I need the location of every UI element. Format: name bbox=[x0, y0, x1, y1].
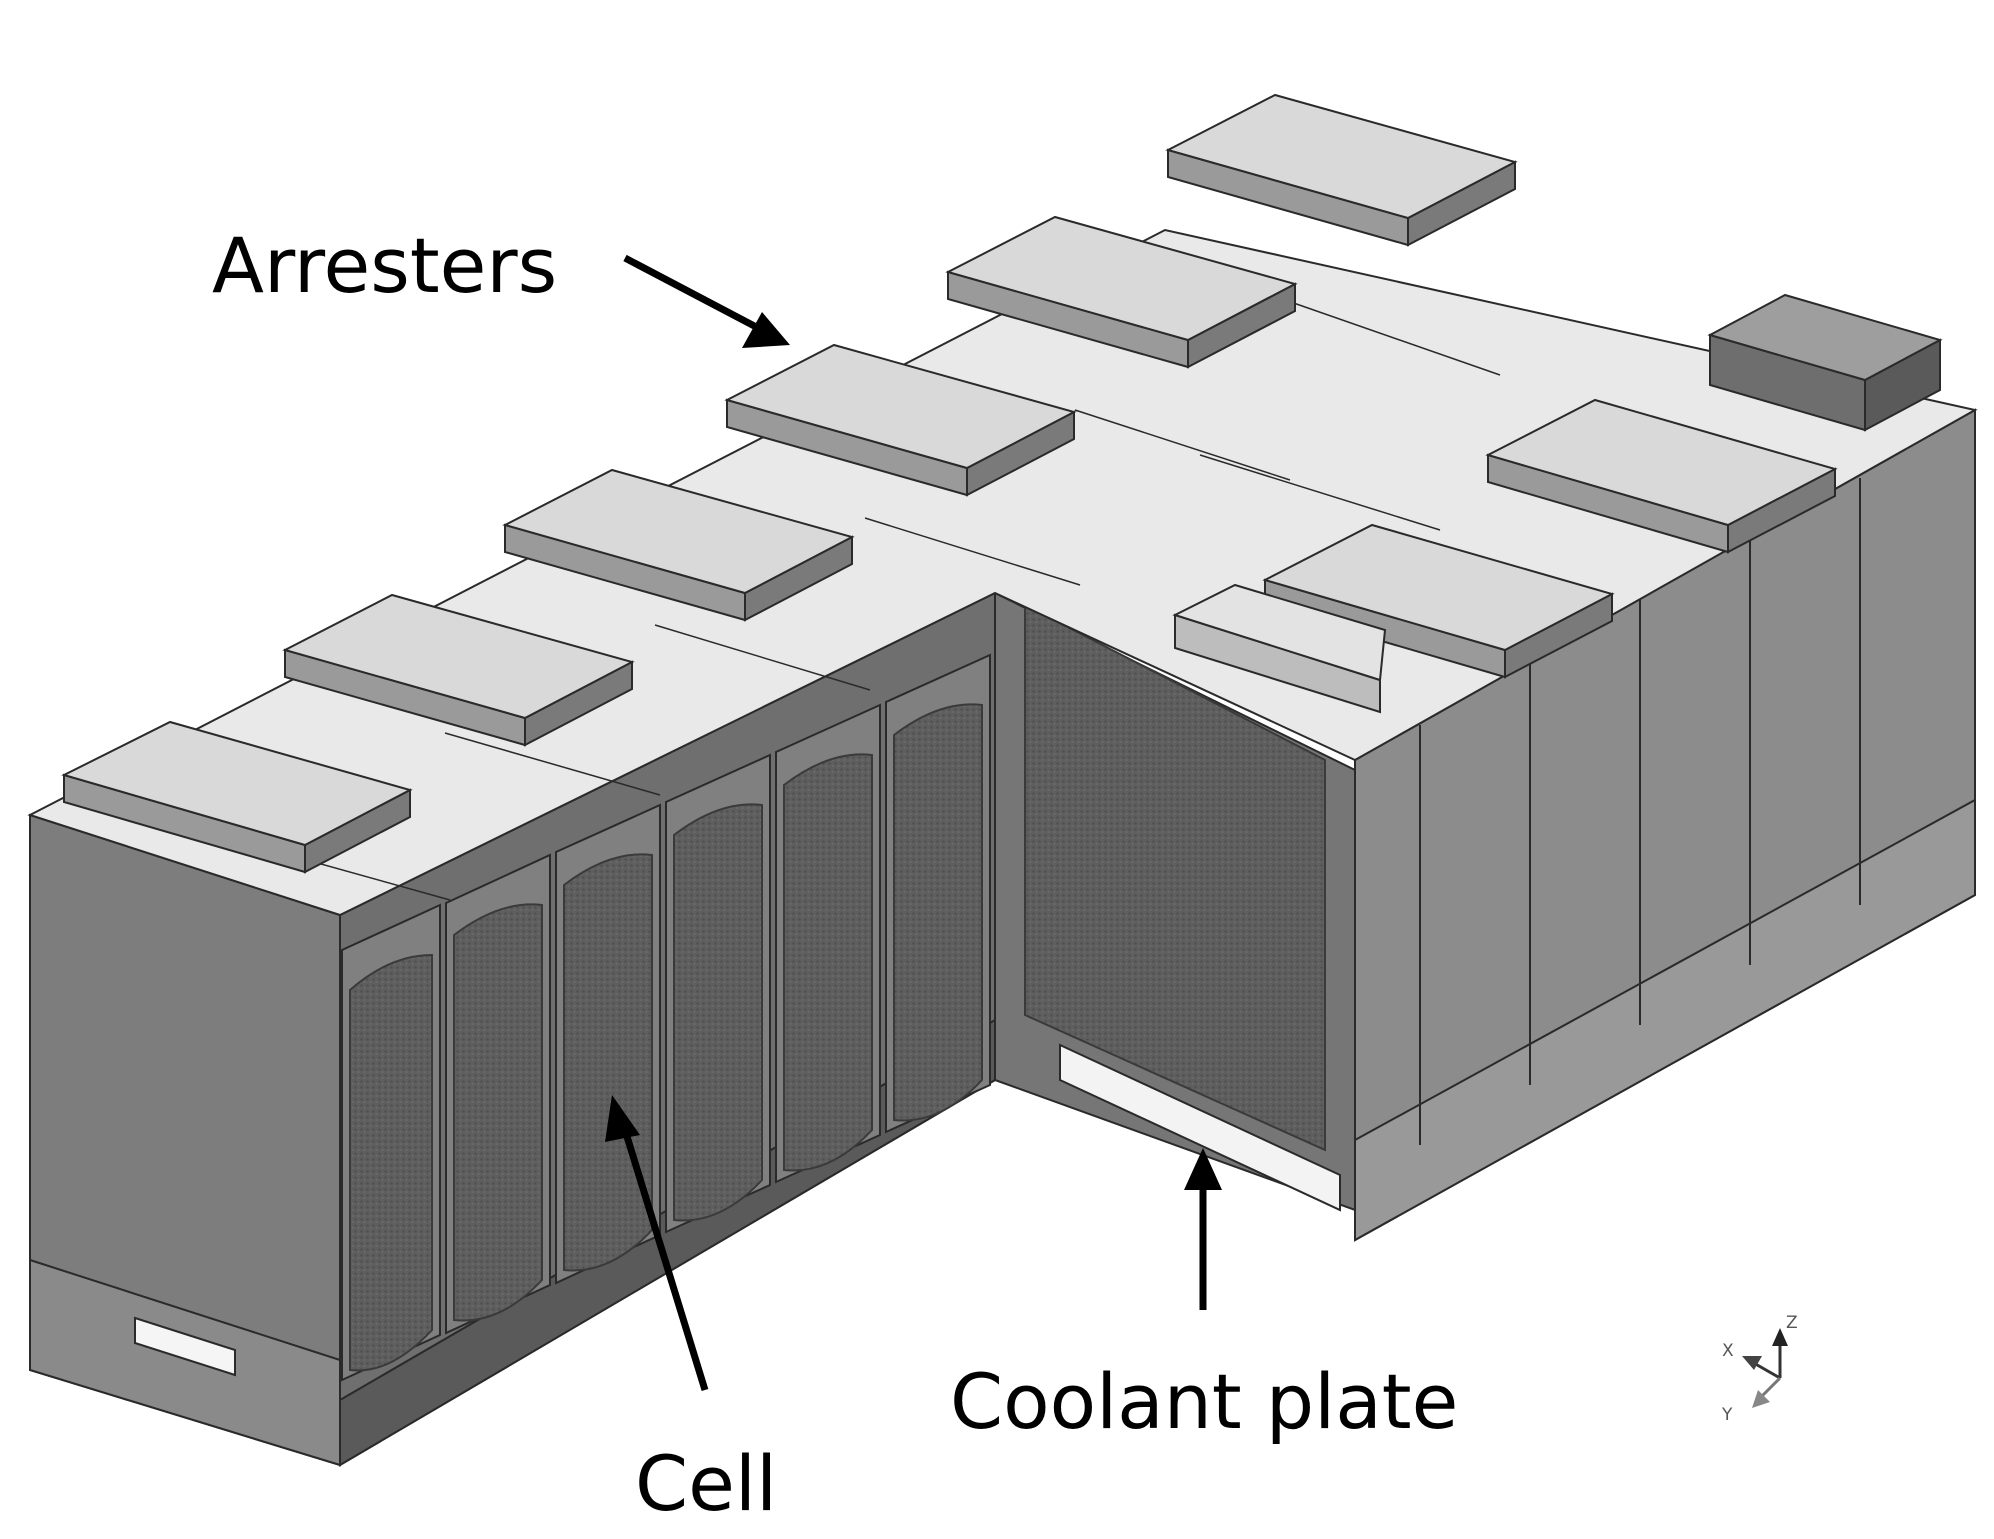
arrester bbox=[1165, 93, 1518, 247]
arrester bbox=[724, 343, 1077, 497]
axis-label-y: Y bbox=[1721, 1405, 1733, 1425]
axis-label-z: Z bbox=[1786, 1313, 1798, 1333]
arresters-arrow-head bbox=[742, 312, 790, 348]
arrester bbox=[1262, 523, 1615, 679]
label-cell: Cell bbox=[635, 1439, 777, 1528]
cell-arrow-shaft bbox=[621, 1128, 709, 1392]
terminal-box bbox=[1707, 293, 1943, 432]
cell bbox=[893, 703, 983, 1122]
label-coolant-plate: Coolant plate bbox=[950, 1357, 1458, 1446]
coolant-slot-left bbox=[134, 1316, 236, 1377]
module-top-face bbox=[27, 228, 1978, 917]
x-axis-arrow-icon bbox=[1742, 1356, 1762, 1370]
arresters-arrow-shaft bbox=[623, 254, 764, 334]
cell bbox=[563, 853, 653, 1272]
axis-label-x: X bbox=[1722, 1341, 1734, 1361]
cell bbox=[673, 803, 763, 1222]
axis-triad: X Y Z bbox=[1721, 1313, 1798, 1425]
large-cell-section bbox=[1024, 603, 1326, 1152]
arrester bbox=[1485, 398, 1838, 554]
coolant-arrow-head bbox=[1184, 1148, 1222, 1190]
module-base-strip-right bbox=[1354, 798, 1976, 1242]
arrester bbox=[945, 215, 1298, 369]
arresters bbox=[61, 93, 1943, 874]
label-arresters: Arresters bbox=[212, 221, 557, 310]
cell bbox=[783, 753, 873, 1172]
cell-arrow-head bbox=[605, 1095, 640, 1142]
arrester-cut bbox=[1172, 583, 1387, 714]
z-axis-arrow-icon bbox=[1772, 1328, 1788, 1346]
cell bbox=[349, 953, 433, 1372]
coolant-plate bbox=[1059, 1043, 1341, 1212]
right-face-panel-lines bbox=[1419, 478, 1861, 1145]
cell bbox=[453, 903, 543, 1322]
arrester bbox=[61, 720, 413, 874]
arrester bbox=[502, 468, 855, 622]
cells bbox=[349, 703, 983, 1372]
annotation-arrows bbox=[605, 254, 1222, 1392]
arrester bbox=[282, 593, 635, 747]
y-axis-arrow-icon bbox=[1752, 1390, 1770, 1408]
